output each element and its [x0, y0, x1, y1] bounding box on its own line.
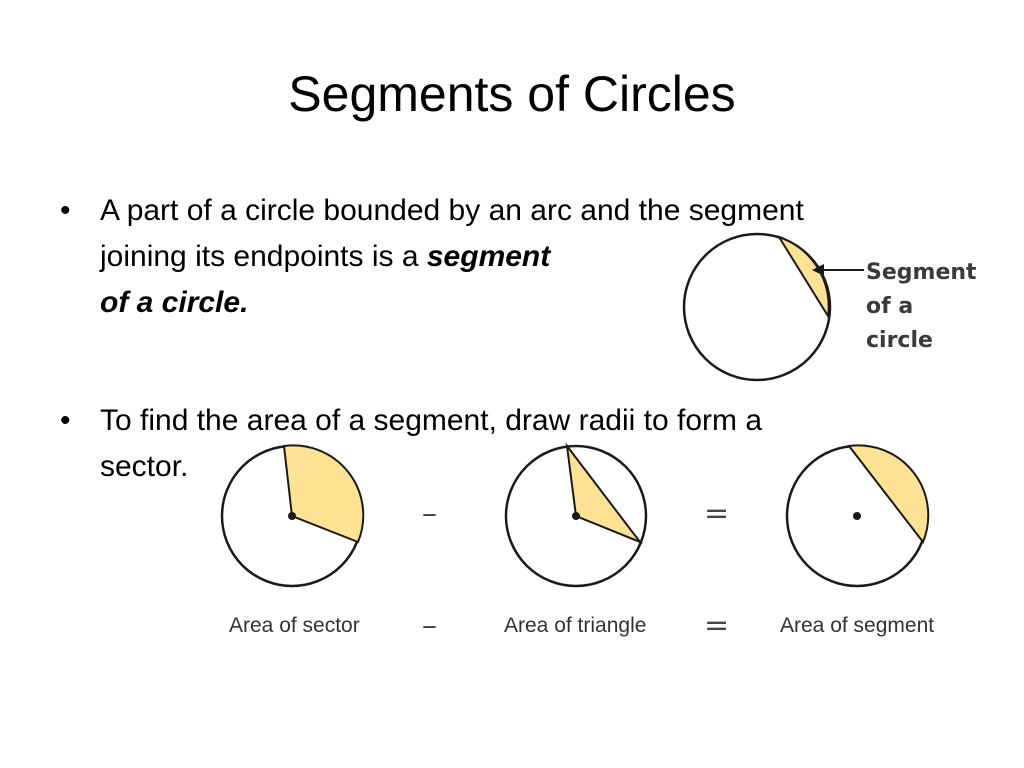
label-area-of-segment: Area of segment — [780, 614, 935, 637]
segment-shape — [847, 444, 930, 544]
segment-callout-diagram — [682, 232, 864, 382]
callout-line-2: of a — [866, 294, 914, 319]
sector-shape — [282, 444, 365, 544]
label-area-of-sector: Area of sector — [229, 614, 360, 637]
minus-operator-top: – — [422, 496, 437, 531]
sector-diagram — [220, 444, 365, 588]
callout-line-1: Segment — [866, 260, 977, 285]
bullet-2-line-1: To find the area of a segment, draw radi… — [100, 404, 763, 437]
bullet-2-text: To find the area of a segment, draw radi… — [100, 398, 762, 490]
bullet-1-text: A part of a circle bounded by an arc and… — [100, 188, 804, 326]
bullet-1-line-2-prefix: joining its endpoints is a — [100, 240, 427, 273]
bullet-2-line-2: sector. — [100, 450, 189, 483]
bullet-marker: • — [60, 194, 71, 227]
segment-center-dot — [853, 512, 861, 520]
bullet-1-line-2: joining its endpoints is a segment — [100, 234, 804, 280]
segment-diagram — [785, 444, 930, 588]
triangle-shape — [565, 442, 644, 545]
minus-operator-bottom: – — [422, 608, 437, 643]
segment-callout-label: Segment of a circle — [866, 256, 977, 358]
term-of-a-circle: of a circle. — [100, 286, 249, 319]
equals-operator-bottom: = — [704, 608, 730, 643]
slide-title: Segments of Circles — [288, 66, 736, 122]
sector-center-dot — [288, 512, 296, 520]
triangle-diagram — [504, 442, 648, 588]
callout-circle — [682, 232, 832, 382]
triangle-center-dot — [572, 512, 580, 520]
arrow-head-icon — [812, 264, 824, 276]
equals-operator-top: = — [704, 496, 730, 531]
label-area-of-triangle: Area of triangle — [504, 614, 647, 637]
callout-line-3: circle — [866, 328, 933, 353]
bullet-marker: • — [60, 404, 71, 437]
term-segment: segment — [426, 240, 551, 273]
bullet-1-line-1: A part of a circle bounded by an arc and… — [100, 194, 804, 227]
